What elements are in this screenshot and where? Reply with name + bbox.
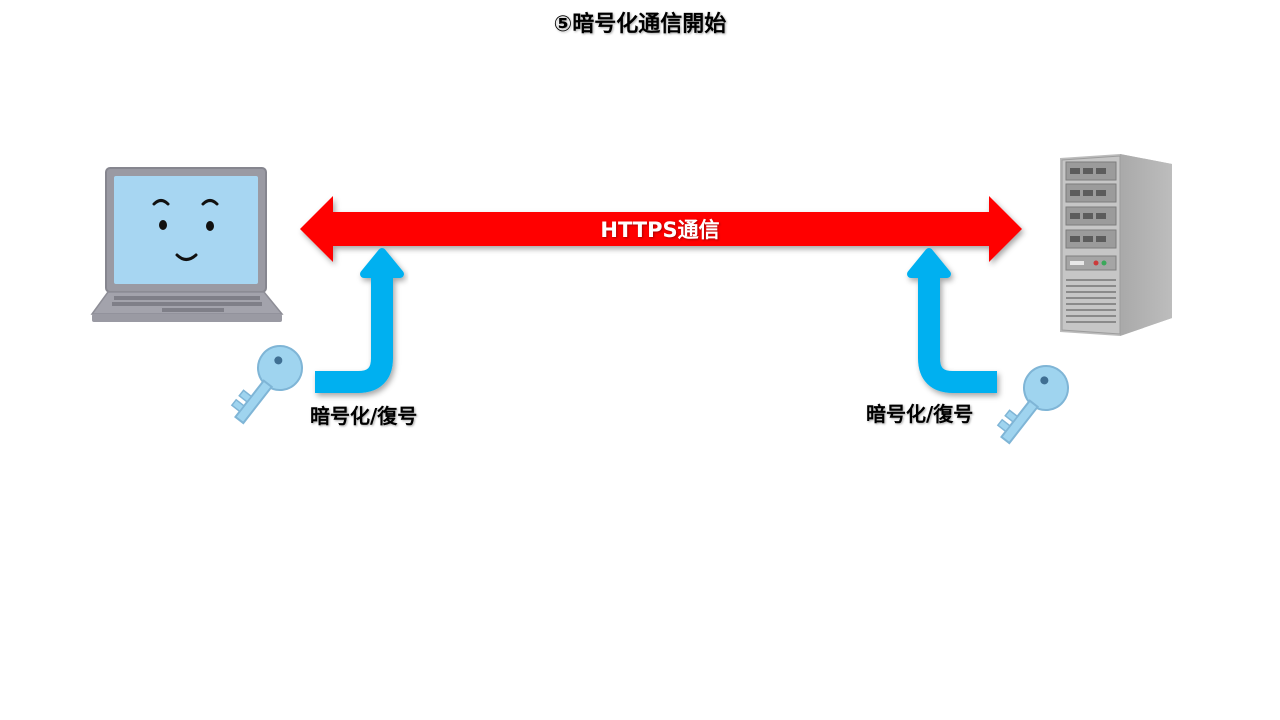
client-key-icon bbox=[230, 345, 303, 425]
server-key-label: 暗号化/復号 bbox=[866, 402, 974, 426]
client-key-arrow bbox=[315, 248, 404, 393]
laptop-face bbox=[152, 199, 219, 261]
server-icon bbox=[1060, 154, 1172, 336]
https-double-arrow bbox=[300, 196, 1022, 262]
page-title: ⑤暗号化通信開始 bbox=[553, 12, 727, 37]
server-key-icon bbox=[996, 365, 1069, 445]
client-key-label: 暗号化/復号 bbox=[310, 404, 418, 428]
https-label: HTTPS通信 bbox=[600, 218, 720, 242]
laptop-icon bbox=[90, 167, 284, 322]
server-key-arrow bbox=[907, 248, 997, 393]
